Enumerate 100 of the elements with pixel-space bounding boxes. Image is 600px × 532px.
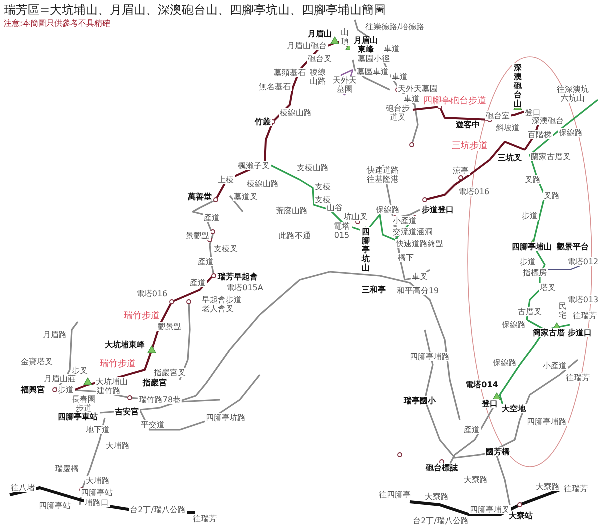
place-label: 車道 <box>403 94 421 104</box>
place-label: 四腳亭埔路 <box>409 352 451 362</box>
place-label: 深澳砲台山 <box>512 64 524 108</box>
place-label: 建竹路 <box>96 386 122 396</box>
place-label: 保線路 <box>492 358 518 368</box>
map-title: 瑞芳區=大坑埔山、月眉山、深澳砲台山、四腳亭坑山、四腳亭埔山簡圖 <box>4 2 386 19</box>
place-label: 三和亭 <box>361 286 387 294</box>
place-label: 天外天墓園 <box>397 84 439 94</box>
place-label: 電塔016 <box>457 188 491 196</box>
place-label: 車叉 <box>411 272 429 282</box>
place-label: 砲台標誌 <box>425 464 459 472</box>
place-label: 墓頭基石 <box>273 68 307 78</box>
place-label: 步道口 <box>567 328 593 338</box>
place-label: 砲台步道叉 <box>384 104 412 122</box>
place-label: 瑞亭國小 <box>403 396 437 406</box>
place-label: 往深澳坑六坑山 <box>554 85 592 103</box>
place-label: 支稜 <box>314 182 332 192</box>
place-label: 台2丁/瑞八公路 <box>412 516 470 526</box>
place-label: 深澳砲台 <box>531 116 565 126</box>
place-label: 大空地 <box>501 404 527 414</box>
place-label: 斜坡道 <box>495 124 521 132</box>
place-label: 楓瀨子叉 <box>237 162 271 170</box>
place-label: 四腳亭坑山 <box>360 228 372 272</box>
place-label: 遊客中 <box>455 120 481 130</box>
place-label: 墓道叉 <box>233 192 259 202</box>
place-label: 產道 <box>463 426 481 434</box>
place-label: 上稜 <box>217 176 235 184</box>
place-label: 產道 <box>203 214 221 222</box>
place-label: 產道 <box>197 258 215 266</box>
place-label: 墓區車道 <box>356 68 390 76</box>
trail-label: 瑞竹步道 <box>123 312 161 322</box>
place-label: 往崇德路/培德路 <box>364 22 426 32</box>
place-label: 叉路 <box>543 192 561 200</box>
place-label: 步道 <box>57 386 75 394</box>
place-label: 保線路 <box>501 320 527 330</box>
note: 注意:本簡圖只供參考不具精確 <box>4 18 111 29</box>
place-label: 車道 <box>383 44 401 54</box>
place-label: 步道登口 <box>421 206 455 214</box>
place-label: 月眉山 <box>307 30 333 38</box>
place-label: 步道 <box>521 212 539 220</box>
place-label: 四腳亭站 <box>38 502 72 510</box>
place-label: 台2丁/瑞八公路 <box>129 506 187 514</box>
place-label: 無名基石 <box>258 82 292 92</box>
place-label: 支稜山路 <box>296 164 330 172</box>
place-label: 山頂 <box>340 28 350 46</box>
place-label: 瑞慶橋 <box>54 464 80 474</box>
place-label: 山谷 <box>326 204 344 212</box>
place-label: 電塔015A <box>226 284 264 292</box>
place-label: 天外天墓園 <box>330 76 360 94</box>
place-label: 往瑞芳 <box>565 374 591 382</box>
place-label: 老人會叉 <box>201 304 235 314</box>
place-label: 國芳橋 <box>485 448 511 456</box>
place-label: 步叉 <box>71 366 89 376</box>
place-label: 坑山叉 <box>343 212 369 222</box>
place-label: 稜線山路 <box>279 108 313 118</box>
place-label: 四腳亭埔路 <box>526 418 568 426</box>
place-label: 墓園小徑 <box>357 54 391 64</box>
place-label: 和平高分19 <box>396 286 440 296</box>
place-label: 電塔014 <box>464 380 500 390</box>
place-label: 往四腳亭 <box>378 490 412 500</box>
place-label: 塔叉 <box>539 284 557 292</box>
place-label: 吉安宮 <box>114 408 140 416</box>
place-label: 四腳亭埔山 <box>511 242 553 252</box>
place-label: 往瑞芳 <box>563 484 589 494</box>
place-label: 往八堵 <box>10 484 36 492</box>
place-label: 電塔015 <box>332 222 352 240</box>
place-label: 大寮路 <box>463 476 489 484</box>
place-label: 指巖宮叉 <box>153 368 187 378</box>
place-label: 大埔路 <box>85 476 111 486</box>
place-label: 稜線山路 <box>246 180 280 188</box>
place-label: 產道 <box>189 278 207 288</box>
place-label: 大埔路 <box>105 442 131 450</box>
place-label: 叉路 <box>524 176 542 184</box>
place-label: 觀景平台 <box>556 242 590 252</box>
place-label: 快速道路終點 <box>395 240 445 248</box>
place-label: 萬善堂 <box>187 192 213 202</box>
place-label: 小產道 <box>392 216 418 226</box>
place-label: 大寮路 <box>535 482 561 492</box>
place-label: 民宅 <box>558 302 568 320</box>
place-label: 大坑埔山 <box>95 378 129 386</box>
place-label: 橋下 <box>397 254 415 262</box>
place-label: 簡家古厝 <box>532 328 566 338</box>
place-label: 四腳亭站 <box>80 488 114 498</box>
place-label: 地下道 <box>85 426 111 434</box>
place-label: 快速道路往基隆港 <box>365 166 401 184</box>
place-label: 稜線山路 <box>307 68 329 86</box>
place-label: 登口 <box>524 108 542 118</box>
place-label: 福興宮 <box>20 386 46 394</box>
place-label: 景觀點 <box>185 232 211 240</box>
place-label: 保線路 <box>558 128 584 138</box>
trail-label: 瑞竹步道 <box>99 360 137 370</box>
place-label: 砲台室 <box>485 112 511 120</box>
place-label: 此路不通 <box>278 232 312 240</box>
place-label: 荒廢山路 <box>275 206 309 216</box>
place-label: 平交道 <box>140 420 166 430</box>
place-label: 交流道涵洞 <box>392 228 434 236</box>
place-label: 電塔013 <box>566 296 600 304</box>
place-label: 蘭家古厝叉 <box>530 152 572 162</box>
place-label: 車道 <box>391 72 409 82</box>
place-label: 埔路口 <box>84 498 110 508</box>
